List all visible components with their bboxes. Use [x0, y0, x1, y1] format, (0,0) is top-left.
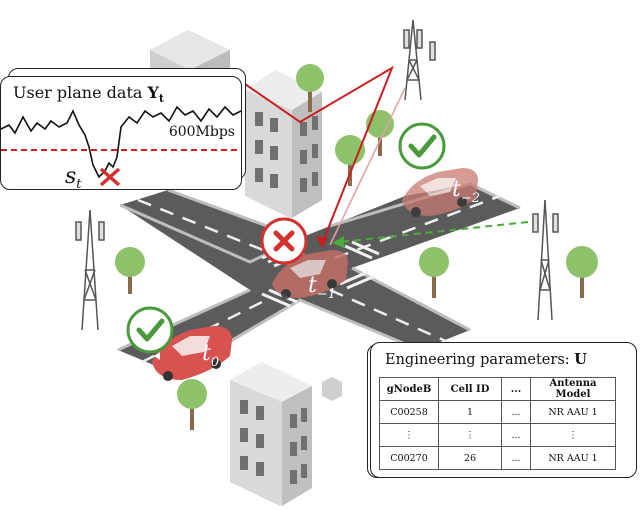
table-cell: ... — [501, 400, 531, 424]
tree — [419, 247, 449, 298]
signal-red-path — [244, 65, 406, 248]
building-front — [230, 362, 312, 506]
table-cell: 1 — [438, 400, 502, 424]
car-t-minus-2 — [402, 168, 478, 217]
tree — [335, 135, 365, 186]
plot-panel: User plane data Yt st 600Mbps — [0, 76, 242, 190]
time-label-t-minus-2: t−2 — [452, 177, 480, 206]
building-center — [245, 70, 322, 218]
table-cell: C00258 — [379, 400, 439, 424]
throughput-series: st — [1, 105, 241, 189]
params-title: Engineering parameters: U — [385, 351, 587, 368]
table-row: ⋮ ⋮ ... ⋮ — [379, 423, 616, 447]
tree — [566, 246, 598, 298]
time-label-t-0: t0 — [202, 341, 219, 370]
col-ellipsis: ... — [501, 377, 531, 401]
threshold-label: 600Mbps — [168, 124, 235, 140]
cell-tower-right — [532, 199, 559, 321]
table-cell: NR AAU 1 — [530, 400, 616, 424]
car-t-0 — [152, 326, 232, 381]
table-cell: ... — [501, 446, 531, 470]
state-label: st — [65, 164, 82, 189]
time-label-t-minus-1: t−1 — [308, 273, 336, 302]
tree — [115, 247, 145, 294]
col-antenna-model: Antenna Model — [530, 377, 616, 401]
col-cell-id: Cell ID — [438, 377, 502, 401]
cross-icon — [260, 217, 308, 265]
signal-green-path — [332, 221, 529, 248]
trees — [115, 64, 598, 430]
engineering-parameters-panel: Engineering parameters: U gNodeB Cell ID… — [367, 342, 637, 478]
table-cell: NR AAU 1 — [530, 446, 616, 470]
table-cell: ⋮ — [379, 423, 439, 447]
table-header-row: gNodeB Cell ID ... Antenna Model — [379, 377, 616, 401]
table-row: C00270 26 ... NR AAU 1 — [379, 446, 616, 470]
tree — [177, 379, 207, 430]
table-cell: ⋮ — [530, 423, 616, 447]
table-cell: ⋮ — [438, 423, 502, 447]
col-gnodeb: gNodeB — [379, 377, 439, 401]
small-box-structure — [322, 377, 342, 401]
params-table: gNodeB Cell ID ... Antenna Model C00258 … — [379, 377, 616, 470]
check-icon — [398, 122, 446, 170]
check-icon — [126, 306, 174, 354]
table-cell: ... — [501, 423, 531, 447]
params-panel: Engineering parameters: U gNodeB Cell ID… — [370, 342, 637, 478]
table-cell: 26 — [438, 446, 502, 470]
tree — [366, 110, 394, 156]
tree — [296, 64, 324, 112]
table-row: C00258 1 ... NR AAU 1 — [379, 400, 616, 424]
table-cell: C00270 — [379, 446, 439, 470]
plot-title: User plane data Yt — [13, 83, 165, 106]
cell-tower-top — [403, 19, 436, 101]
cell-tower-left — [75, 209, 105, 331]
user-plane-data-plot: User plane data Yt st 600Mbps — [0, 68, 247, 190]
cross-icon — [99, 167, 121, 187]
